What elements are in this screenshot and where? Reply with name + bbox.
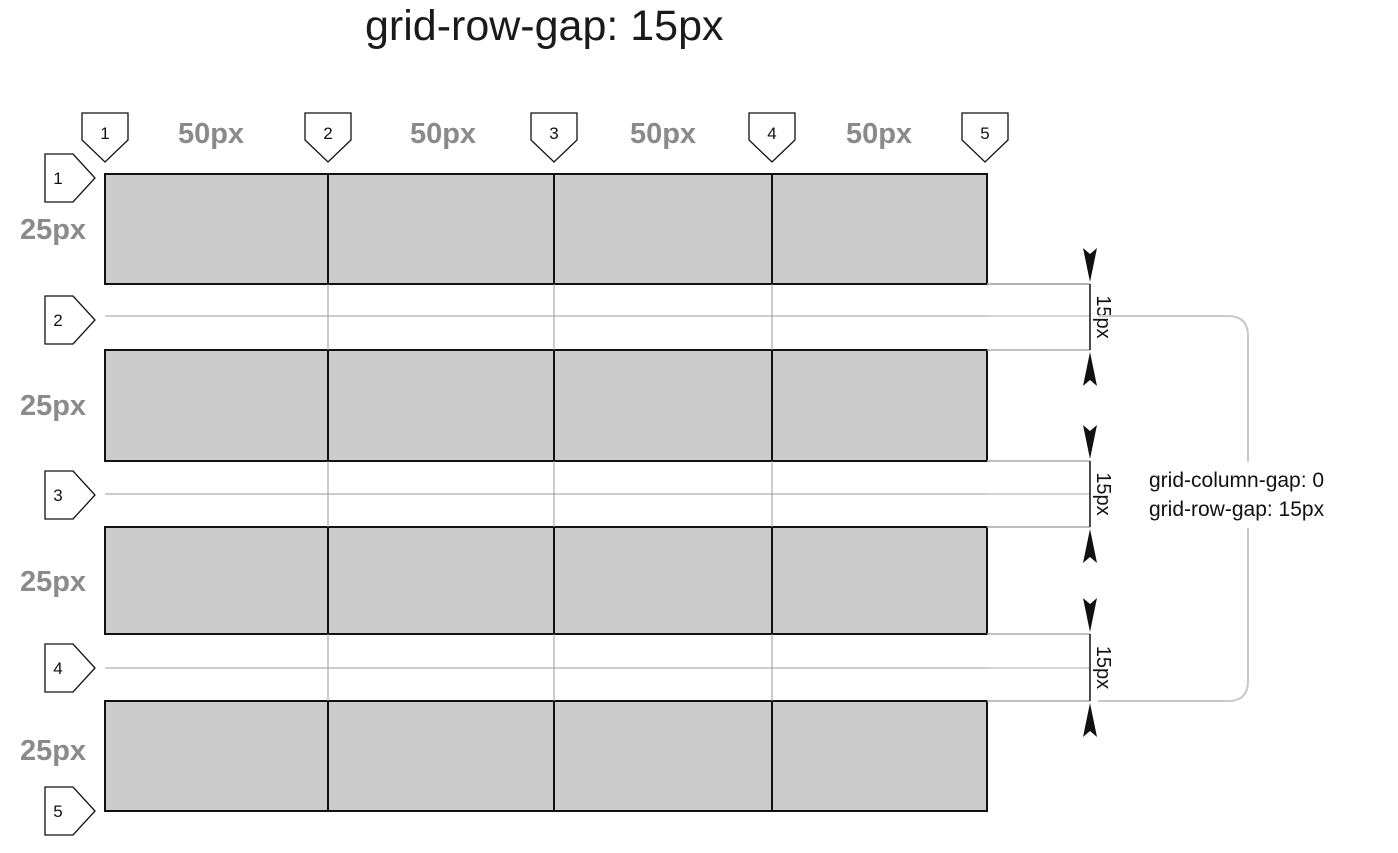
column-line-marker	[748, 112, 796, 163]
arrow-up-icon	[1083, 703, 1097, 737]
row-line-marker	[44, 470, 96, 520]
grid-row-area	[104, 526, 988, 635]
row-line-marker	[44, 643, 96, 693]
column-line-marker	[961, 112, 1009, 163]
column-width-label: 50px	[846, 118, 912, 150]
gap-size-label: 15px	[1092, 646, 1114, 689]
column-width-label: 50px	[178, 118, 244, 150]
gap-size-label: 15px	[1092, 472, 1114, 515]
grid-row-area	[104, 700, 988, 812]
row-line-marker	[44, 786, 96, 836]
arrow-down-icon	[1083, 425, 1097, 459]
column-line-number: 1	[100, 124, 109, 143]
column-line-number: 2	[323, 124, 332, 143]
row-line-marker	[44, 295, 96, 345]
column-line-number: 4	[767, 124, 776, 143]
summary-background	[1140, 462, 1375, 528]
column-line-number: 3	[549, 124, 558, 143]
grid-row-area	[104, 173, 988, 285]
row-height-label: 25px	[20, 214, 86, 246]
arrow-down-icon	[1083, 598, 1097, 632]
row-line-number: 3	[53, 486, 62, 505]
row-line-number: 2	[53, 311, 62, 330]
arrow-up-icon	[1083, 352, 1097, 386]
arrow-up-icon	[1083, 529, 1097, 563]
summary-row-gap: grid-row-gap: 15px	[1149, 498, 1325, 521]
column-line-marker	[530, 112, 578, 163]
column-line-number: 5	[980, 124, 989, 143]
arrow-down-icon	[1083, 248, 1097, 282]
row-line-number: 4	[53, 659, 62, 678]
column-width-label: 50px	[410, 118, 476, 150]
row-height-label: 25px	[20, 735, 86, 767]
row-height-label: 25px	[20, 566, 86, 598]
column-line-marker	[304, 112, 352, 163]
row-line-marker	[44, 153, 96, 203]
column-width-label: 50px	[630, 118, 696, 150]
row-line-number: 1	[53, 169, 62, 188]
grid-row-area	[104, 349, 988, 462]
summary-column-gap: grid-column-gap: 0	[1149, 469, 1324, 492]
row-height-label: 25px	[20, 390, 86, 422]
row-line-number: 5	[53, 802, 62, 821]
page-title: grid-row-gap: 15px	[365, 2, 724, 50]
column-line-marker	[81, 112, 129, 163]
